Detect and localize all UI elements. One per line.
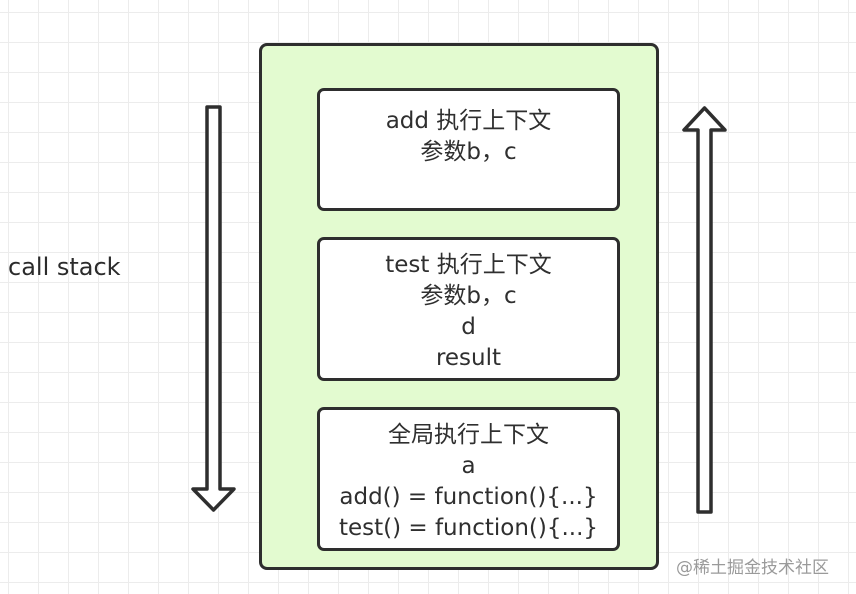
frame-line: result: [435, 345, 502, 371]
call-stack-label: call stack: [8, 253, 121, 281]
frame-line: 参数b，c: [420, 139, 517, 165]
frame-title: 全局执行上下文: [388, 422, 549, 448]
frame-title: add 执行上下文: [385, 108, 552, 134]
up-arrow-icon: [682, 106, 727, 514]
frame-line: 参数b，c: [420, 283, 517, 309]
frame-title: test 执行上下文: [385, 252, 552, 278]
down-arrow-icon: [191, 105, 236, 512]
frame-line: add() = function(){...}: [339, 484, 598, 510]
frame-line: test() = function(){...}: [338, 515, 599, 541]
global-execution-context: 全局执行上下文 a add() = function(){...} test()…: [317, 407, 620, 551]
add-execution-context: add 执行上下文 参数b，c: [317, 88, 620, 211]
frame-line: a: [461, 453, 476, 479]
watermark: @稀土掘金技术社区: [676, 558, 829, 578]
frame-line: d: [461, 314, 476, 340]
test-execution-context: test 执行上下文 参数b，c d result: [317, 237, 620, 381]
